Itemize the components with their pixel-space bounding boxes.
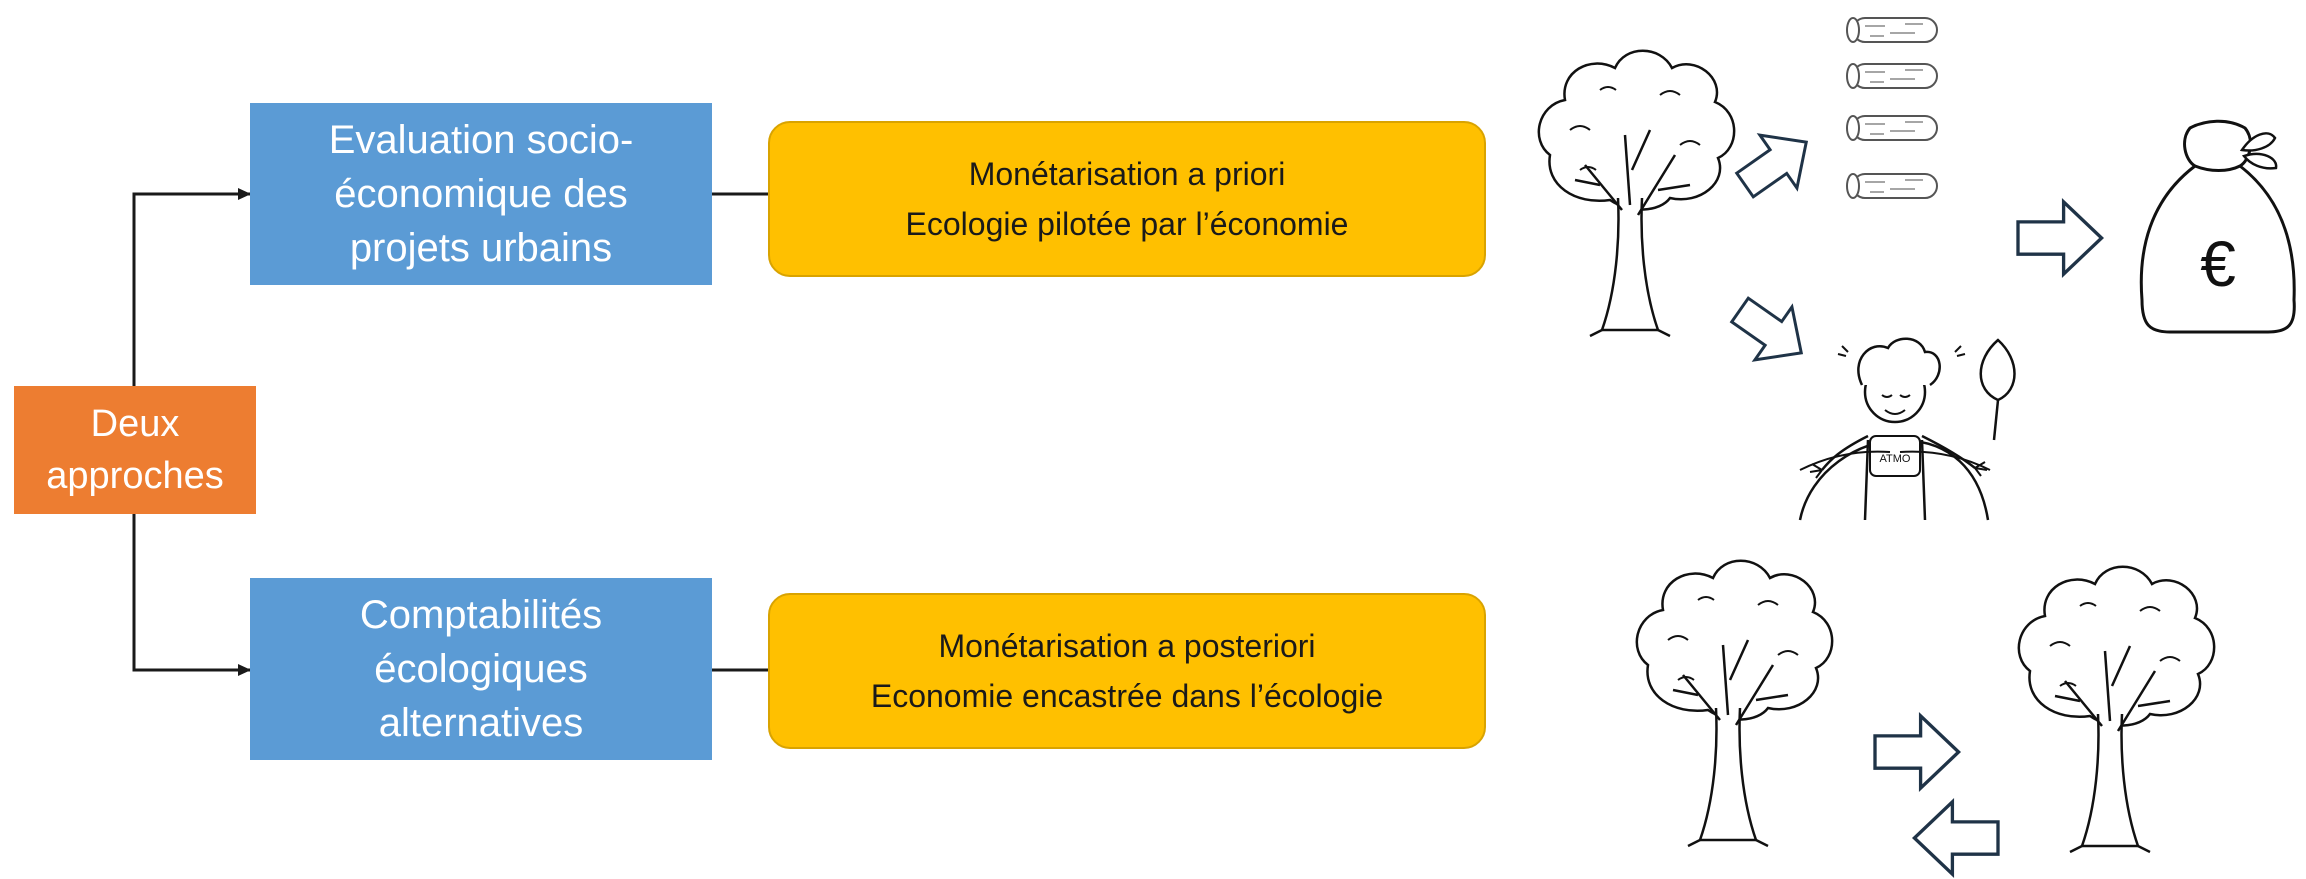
description-2-line-2: Economie encastrée dans l’écologie <box>870 678 1384 714</box>
money-bag-icon: € <box>2139 119 2296 334</box>
description-box-a-priori: Monétarisation a priori Ecologie pilotée… <box>768 121 1486 277</box>
approach-box-comptabilites: Comptabilités écologiques alternatives <box>250 578 712 760</box>
description-box-a-posteriori: Monétarisation a posteriori Economie enc… <box>768 593 1486 749</box>
approach-1-line-1: Evaluation socio- <box>328 118 634 162</box>
description-1-line-2: Ecologie pilotée par l’économie <box>905 206 1349 242</box>
log-icon-2 <box>1846 63 1938 89</box>
arrow-right-exchange-icon <box>1873 714 1961 790</box>
arrow-right-down-icon <box>1719 282 1822 381</box>
approach-2-line-2: écologiques <box>374 647 588 691</box>
root-line-2: approches <box>46 455 224 497</box>
description-1-line-1: Monétarisation a priori <box>968 156 1286 192</box>
approach-2-line-3: alternatives <box>378 701 584 745</box>
tree-icon-bottom-left <box>1635 559 1834 848</box>
log-icon-3 <box>1846 115 1938 141</box>
arrow-left-exchange-icon <box>1912 800 2000 876</box>
approach-box-evaluation: Evaluation socio- économique des projets… <box>250 103 712 285</box>
approach-2-line-1: Comptabilités <box>359 593 603 637</box>
arrow-right-icon <box>2016 200 2104 276</box>
apron-text: ATMO <box>1880 453 1911 465</box>
root-box-deux-approches: Deux approches <box>14 386 256 514</box>
description-2-line-1: Monétarisation a posteriori <box>938 628 1316 664</box>
euro-symbol: € <box>2200 228 2236 300</box>
approach-1-line-2: économique des <box>334 172 628 216</box>
root-line-1: Deux <box>90 403 180 445</box>
person-hugging-icon: ATMO <box>1798 337 2016 521</box>
log-icon-4 <box>1846 173 1938 199</box>
tree-icon-top <box>1537 49 1736 338</box>
log-icon-1 <box>1846 17 1938 43</box>
connector-root-to-eval <box>132 188 251 386</box>
tree-icon-bottom-right <box>2017 565 2216 854</box>
approach-1-line-3: projets urbains <box>349 226 613 270</box>
connector-root-to-compta <box>132 514 251 676</box>
arrow-right-up-icon <box>1724 114 1827 213</box>
